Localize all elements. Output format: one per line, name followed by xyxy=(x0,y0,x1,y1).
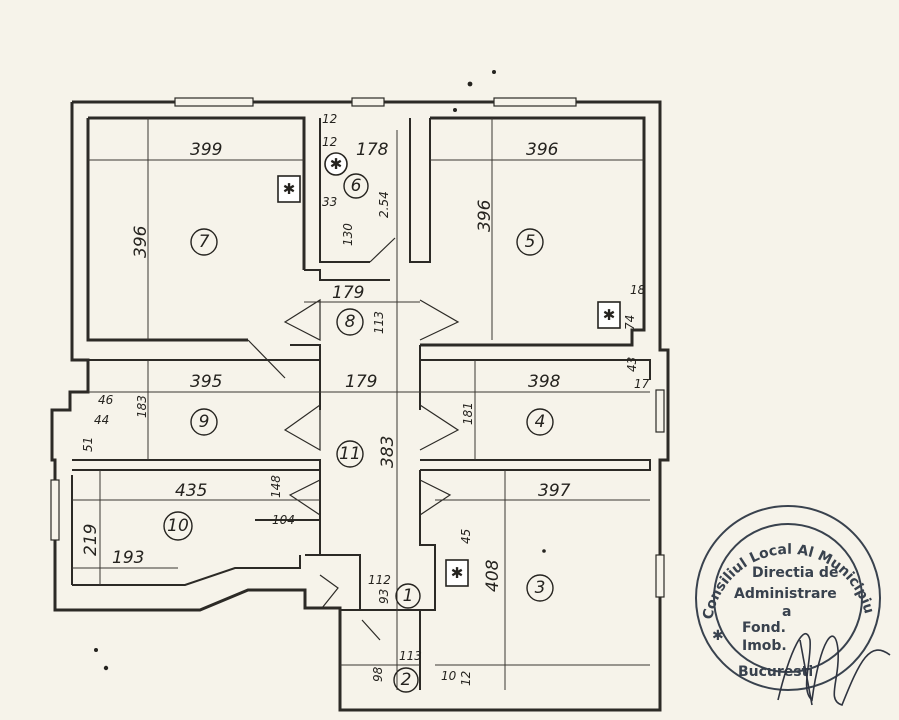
dim-r10-height: 219 xyxy=(81,524,101,556)
dim-r3-d2: 10 xyxy=(441,669,457,683)
dim-r6-d5: 2.54 xyxy=(377,191,391,218)
dim-r7-height: 396 xyxy=(131,225,151,258)
room-number-8: 8 xyxy=(345,312,356,332)
dim-r9-d1: 46 xyxy=(98,393,114,407)
dim-r3-d3: 12 xyxy=(459,671,473,686)
dim-r3-width: 397 xyxy=(538,481,571,501)
dim-r5-d1: 18 xyxy=(630,283,646,297)
stamp-star-icon: ✱ xyxy=(712,628,724,644)
stamp-line4: a xyxy=(782,604,791,620)
dimension-lines xyxy=(72,118,650,690)
dim-r2-d2: 113 xyxy=(399,649,422,663)
dim-r4-d2: 17 xyxy=(634,377,650,391)
stamp-line3: Administrare xyxy=(734,586,837,602)
room-number-11: 11 xyxy=(339,444,361,464)
dim-r6-d2: 12 xyxy=(322,135,337,149)
dim-r10-d1: 193 xyxy=(112,548,144,568)
room-number-10: 10 xyxy=(167,516,189,536)
room-number-5: 5 xyxy=(525,232,536,252)
dim-r3-height: 408 xyxy=(483,559,503,592)
vent-icon-5: ✱ xyxy=(603,306,616,324)
vent-icon-6: ✱ xyxy=(330,155,343,173)
windows xyxy=(50,97,665,598)
vent-symbols: ✱ ✱ ✱ ✱ xyxy=(277,152,621,587)
dimension-labels: 399 396 178 12 12 33 130 2.54 396 396 18… xyxy=(81,112,650,686)
dim-r5-width: 396 xyxy=(526,140,559,160)
dim-r9-d2: 44 xyxy=(94,413,109,427)
dim-r9-height: 183 xyxy=(135,395,149,418)
dim-r10-width: 435 xyxy=(175,481,207,501)
dim-r9-width: 395 xyxy=(190,372,222,392)
dim-r3-d1: 45 xyxy=(459,529,473,544)
dim-r11-width: 179 xyxy=(345,372,377,392)
dim-r8-d1: 113 xyxy=(372,311,386,334)
dim-r4-width: 398 xyxy=(528,372,561,392)
dim-r5-d2: 74 xyxy=(623,315,637,330)
room-number-9: 9 xyxy=(199,412,210,432)
dim-r4-d1: 43 xyxy=(625,357,639,372)
dim-r5-height: 396 xyxy=(475,199,495,232)
room-number-6: 6 xyxy=(351,176,362,196)
dim-r6-d1: 12 xyxy=(322,112,337,126)
room-number-1: 1 xyxy=(403,586,414,606)
dim-r10-d3: 148 xyxy=(269,475,283,498)
dim-r10-d4: 51 xyxy=(81,437,95,452)
ink-specks xyxy=(94,70,546,671)
stamp-line6: Imob. xyxy=(742,638,787,654)
vent-icon-7: ✱ xyxy=(283,180,296,198)
dim-r11-height: 383 xyxy=(378,436,398,468)
signature xyxy=(777,633,891,706)
stamp-line2: Directia de xyxy=(752,565,838,581)
dim-r6-d3: 33 xyxy=(322,195,337,209)
dim-r8-width: 179 xyxy=(332,283,364,303)
dim-r6-d4: 130 xyxy=(341,223,355,246)
stamp-line7: Bucuresti xyxy=(738,664,813,680)
room-numbers: 7 6 5 8 9 11 4 10 3 1 2 xyxy=(163,173,554,693)
interior-walls xyxy=(71,118,651,690)
room-number-7: 7 xyxy=(199,232,210,252)
vent-icon-3: ✱ xyxy=(451,564,464,582)
room-number-4: 4 xyxy=(535,412,546,432)
dim-r2-d1: 98 xyxy=(371,666,385,682)
dim-r1-d2: 93 xyxy=(377,589,391,604)
stamp-line5: Fond. xyxy=(742,620,786,636)
room-number-2: 2 xyxy=(401,670,412,690)
dim-r1-d1: 112 xyxy=(368,573,391,587)
dim-r10-d2: 104 xyxy=(272,513,295,527)
dim-r4-height: 181 xyxy=(461,402,475,425)
dim-r7-width: 399 xyxy=(190,140,222,160)
outer-walls xyxy=(50,100,670,712)
door-swings xyxy=(247,237,460,641)
dim-r6-width: 178 xyxy=(356,140,389,160)
room-number-3: 3 xyxy=(535,578,546,598)
